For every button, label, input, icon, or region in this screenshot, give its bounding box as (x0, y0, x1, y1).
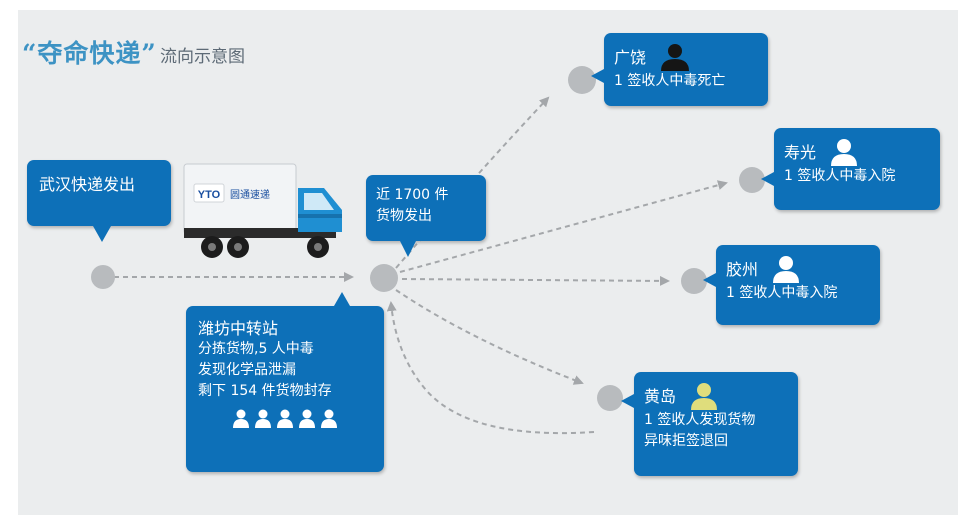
shouguang-name: 寿光 (784, 142, 817, 162)
box-huangdao: 黄岛 1 签收人发现货物 异味拒签退回 (621, 372, 798, 476)
box-shouguang-pointer (761, 172, 774, 186)
hub-line1: 近 1700 件 (376, 187, 449, 203)
origin-label: 武汉快递发出 (39, 175, 136, 194)
box-hub: 近 1700 件 货物发出 (366, 175, 486, 257)
shouguang-detail: 1 签收人中毒入院 (784, 168, 896, 184)
arrow-hub-to-huangdao (395, 289, 584, 385)
box-hub-pointer (400, 241, 416, 257)
box-origin: 武汉快递发出 (27, 160, 171, 242)
node-guangrao (568, 66, 596, 94)
group-of-five-person-icon (198, 408, 372, 428)
truck-company-text: 圆通速递 (230, 188, 270, 201)
huangdao-name: 黄岛 (644, 386, 677, 406)
box-shouguang: 寿光 1 签收人中毒入院 (761, 128, 940, 210)
box-transfer-pointer (334, 292, 350, 306)
box-huangdao-pointer (621, 394, 634, 408)
diagram-subtitle: 流向示意图 (160, 47, 245, 67)
box-jiaozhou: 胶州 1 签收人中毒入院 (703, 245, 880, 325)
truck-logo-text: YTO (198, 189, 221, 201)
transfer-line4: 剩下 154 件货物封存 (198, 383, 332, 399)
arrow-hub-to-shouguang (399, 180, 728, 273)
box-guangrao: 广饶 1 签收人中毒死亡 (591, 33, 768, 106)
node-huangdao (597, 385, 623, 411)
person-white-icon (773, 256, 800, 283)
transfer-name: 潍坊中转站 (198, 319, 279, 338)
arrow-hub-to-jiaozhou (401, 275, 670, 286)
jiaozhou-detail: 1 签收人中毒入院 (726, 285, 838, 301)
node-shouguang (739, 167, 765, 193)
delivery-truck-icon: YTO 圆通速递 (183, 163, 342, 258)
node-hub (370, 264, 398, 292)
person-white-icon (831, 139, 858, 166)
box-guangrao-pointer (591, 69, 604, 83)
person-yellow-icon (691, 383, 718, 410)
box-origin-pointer (93, 226, 111, 242)
huangdao-detail1: 1 签收人发现货物 (644, 412, 756, 428)
node-jiaozhou (681, 268, 707, 294)
transfer-line2: 分拣货物,5 人中毒 (198, 341, 314, 357)
box-transfer: 潍坊中转站 分拣货物,5 人中毒 发现化学品泄漏 剩下 154 件货物封存 (186, 292, 384, 472)
box-jiaozhou-pointer (703, 273, 716, 287)
guangrao-detail: 1 签收人中毒死亡 (614, 73, 726, 89)
diagram-title: “夺命快递” (22, 39, 157, 68)
huangdao-detail2: 异味拒签退回 (644, 433, 728, 449)
person-black-icon (661, 44, 690, 71)
transfer-line3: 发现化学品泄漏 (198, 362, 296, 378)
arrow-huangdao-return (386, 301, 595, 435)
node-origin (91, 265, 115, 289)
guangrao-name: 广饶 (614, 47, 647, 67)
hub-line2: 货物发出 (376, 208, 432, 224)
jiaozhou-name: 胶州 (726, 259, 759, 279)
